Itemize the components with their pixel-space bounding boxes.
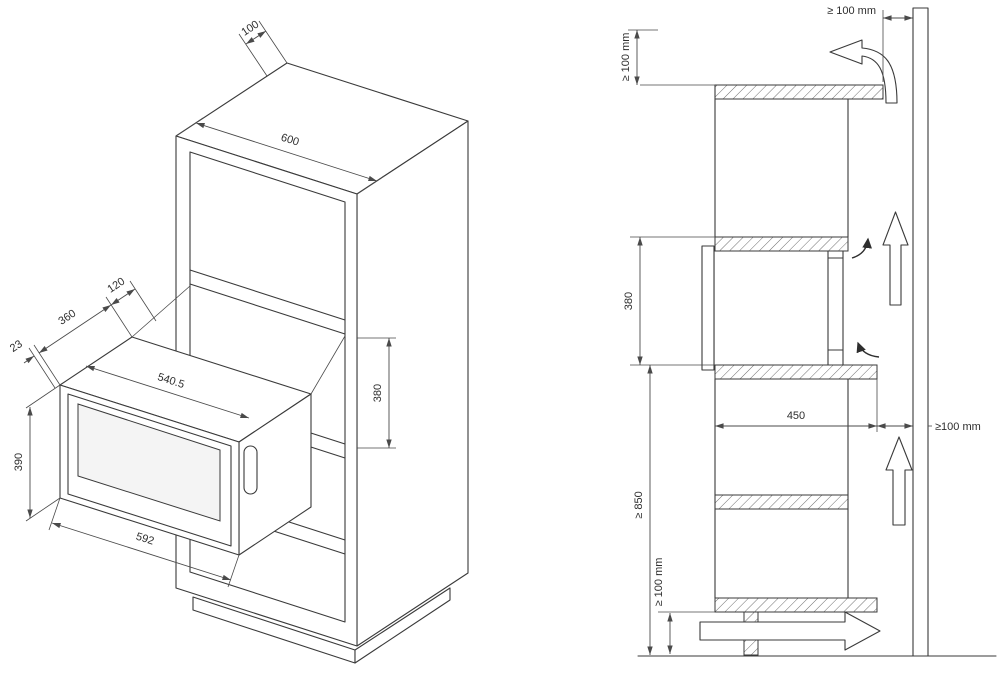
cabinet-plinth-side [354,587,451,664]
dim-label-base-height: ≥ 850 [633,491,645,518]
room-structure [637,7,997,657]
up-airflow-arrow-upper-icon [882,211,909,306]
dim-label-front-overhang: 23 [8,338,25,355]
isometric-view: 600 100 360 120 23 540.5 [8,18,469,664]
airflow-arrows [699,39,913,651]
dim-label-niche-depth: 450 [787,410,805,422]
microwave-section [701,245,844,371]
dim-cabinet-width: 600 [175,117,385,195]
microwave-handle [243,445,258,495]
curved-exhaust-arrow-icon [829,39,898,104]
microwave-body-section [713,250,844,366]
small-exhaust-arrow-bottom-icon [856,341,880,358]
bottom-panel [714,597,878,613]
dim-label-appliance-depth: 360 [56,307,78,327]
microwave-door-frame [67,393,232,547]
dim-appliance-height: 390 [13,384,61,522]
microwave-door-window [77,403,221,522]
microwave-door-section [701,245,715,371]
dim-label-niche-height: 380 [372,384,384,402]
dim-rear-clearance: ≥100 mm [877,421,981,433]
section-view: ≥ 100 mm ≥ 100 mm 380 ≥ 850 450 [620,5,997,657]
lower-shelf [714,494,849,510]
dim-top-clearance: ≥ 100 mm [827,5,913,82]
cabinet-right-face [356,120,469,647]
dim-section-niche-height: 380 [623,236,715,366]
dim-upper-clearance: ≥ 100 mm [620,29,715,86]
dim-label-appliance-height: 390 [13,453,25,471]
dim-niche-height: 380 [357,337,396,449]
microwave-rear-duct [827,250,844,366]
up-airflow-arrow-lower-icon [885,436,913,526]
dim-label-section-niche-height: 380 [623,292,635,310]
dim-label-cabinet-width: 600 [279,132,300,149]
niche-bottom-shelf [714,364,878,380]
cabinet-section [714,84,884,656]
dim-label-bottom-clearance: ≥ 100 mm [653,558,665,607]
dim-niche-depth: 450 [715,379,878,432]
dim-label-appliance-width: 592 [134,531,155,548]
niche-top-shelf [714,236,849,252]
top-panel [714,84,884,100]
small-exhaust-arrow-top-icon [851,237,872,259]
dim-label-top-depth: 100 [239,18,261,38]
dim-label-rear-clearance: ≥100 mm [935,421,981,433]
dim-label-top-clearance: ≥ 100 mm [827,5,876,17]
dim-appliance-width: 592 [48,497,240,588]
dim-label-upper-clearance: ≥ 100 mm [620,33,632,82]
rear-wall [912,7,929,657]
dim-label-inset-depth: 120 [105,275,127,295]
right-airflow-arrow-base-icon [699,611,881,651]
tall-cabinet [175,62,469,664]
dim-base-height: ≥ 850 [633,365,653,655]
insertion-guide-lines [131,285,346,395]
section-dimensions: ≥ 100 mm ≥ 100 mm 380 ≥ 850 450 [620,5,981,655]
dim-bottom-clearance: ≥ 100 mm [653,558,715,654]
